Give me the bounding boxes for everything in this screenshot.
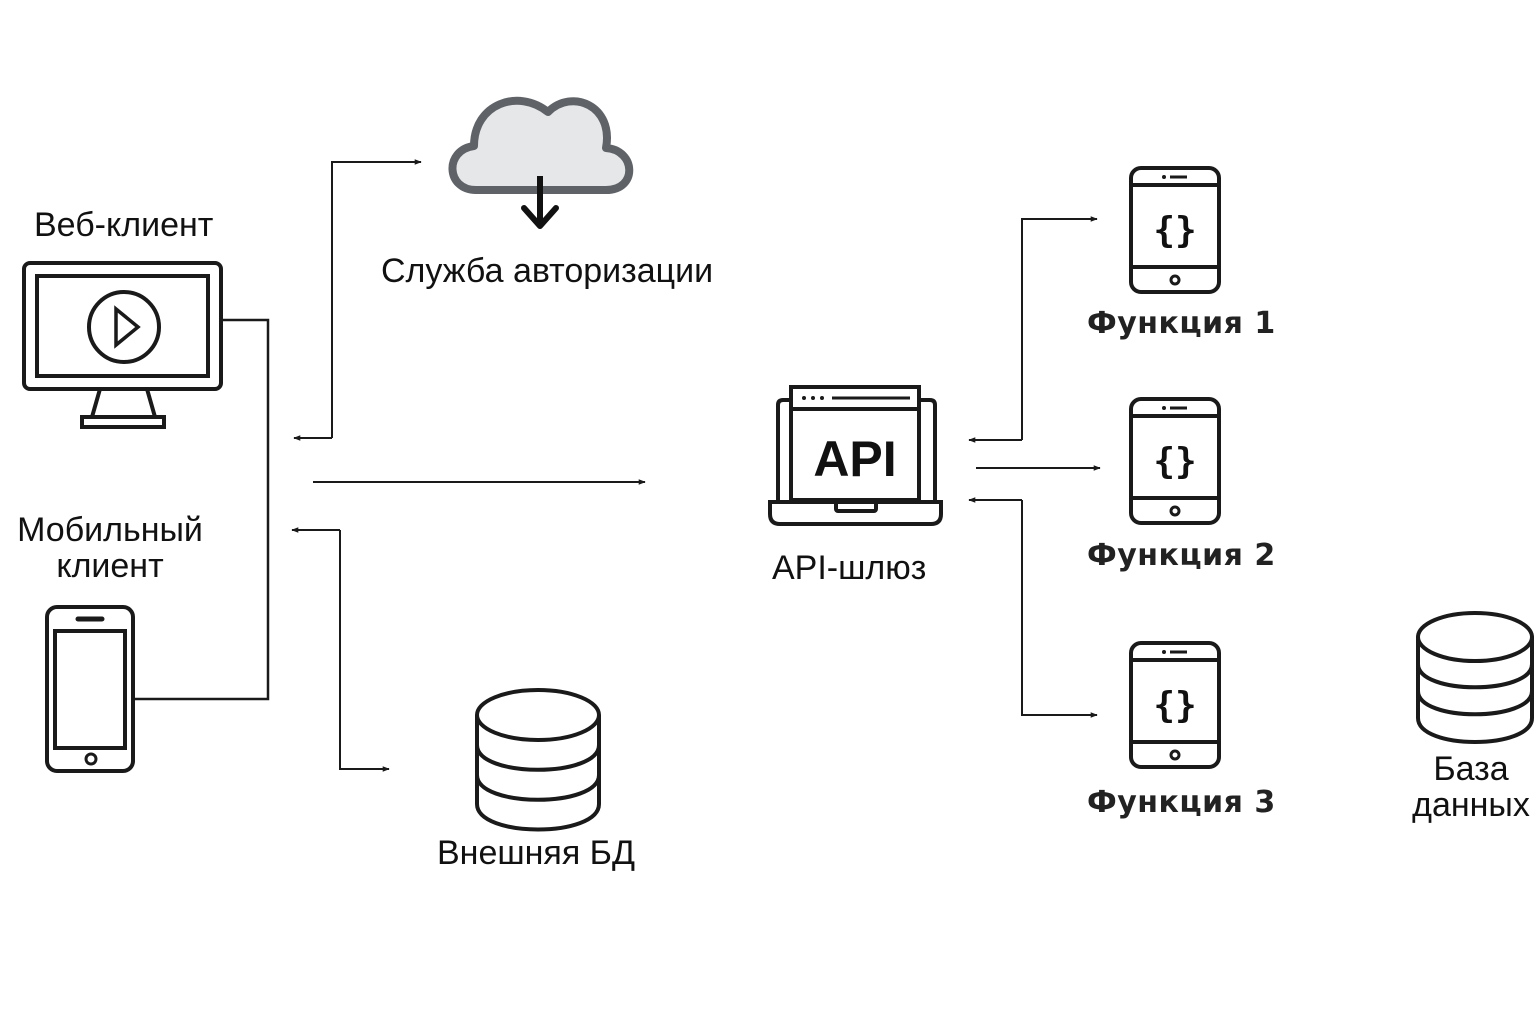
function-2-icon-text: {}: [1153, 441, 1196, 482]
auth-service-label: Служба авторизации: [381, 252, 714, 290]
database-label-line2: данных: [1412, 786, 1530, 824]
mobile-client-label-line1: Мобильный: [17, 511, 203, 549]
laptop-api-icon: [768, 385, 943, 526]
client-connector: [133, 318, 270, 701]
external-db-label: Внешняя БД: [437, 834, 636, 872]
smartphone-icon: [45, 605, 135, 773]
database-label: База данных: [1406, 751, 1536, 823]
mobile-client-label-line2: клиент: [56, 547, 164, 585]
function-1-label: Функция 1: [1087, 306, 1276, 341]
web-client-label: Веб-клиент: [34, 206, 214, 244]
api-icon-text: API: [813, 431, 896, 487]
arrow-function-3: [1021, 500, 1098, 718]
function-3-icon-text: {}: [1153, 685, 1196, 726]
cloud-download-icon: [448, 96, 634, 229]
phone-code-icon: [1129, 397, 1221, 525]
arrow-external-db: [339, 530, 390, 772]
database-icon: [475, 688, 601, 832]
arrow-function-1: [1021, 216, 1098, 440]
function-3-label: Функция 3: [1087, 785, 1276, 820]
function-2-label: Функция 2: [1087, 538, 1276, 573]
phone-code-icon: [1129, 166, 1221, 294]
function-1-icon-text: {}: [1153, 210, 1196, 251]
api-gateway-label: API-шлюз: [772, 549, 927, 587]
database-icon: [1416, 611, 1534, 744]
monitor-play-icon: [22, 261, 223, 429]
mobile-client-label: Мобильный клиент: [10, 512, 210, 584]
phone-code-icon: [1129, 641, 1221, 769]
arrow-auth: [331, 159, 422, 438]
database-label-line1: База: [1433, 750, 1509, 788]
